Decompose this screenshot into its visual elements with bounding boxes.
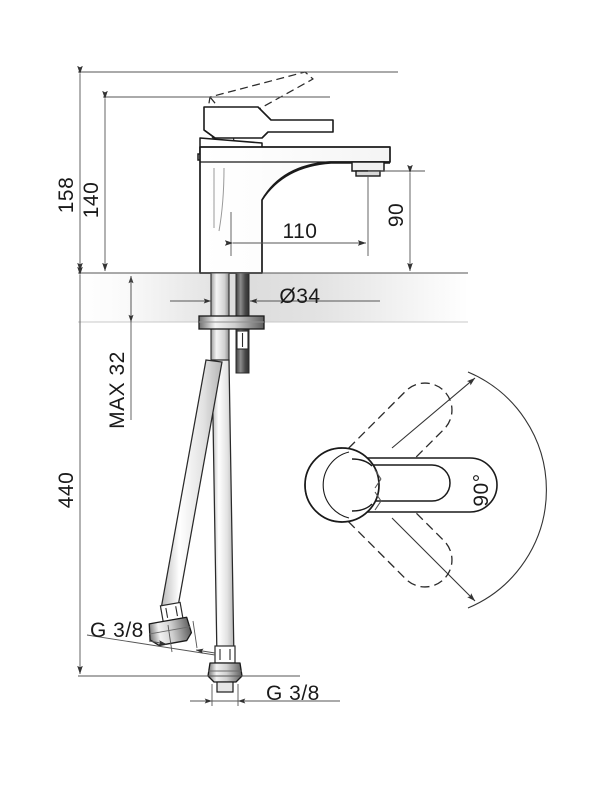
dim-diameter-34-label: Ø34 [279, 285, 320, 308]
handle-plan-hub [304, 447, 382, 523]
supply-hose-angled [148, 359, 223, 647]
dim-140-label: 140 [80, 182, 103, 219]
swivel-leader-lower [391, 517, 476, 602]
dim-158-label: 158 [55, 177, 78, 214]
dim-g38-angled [86, 620, 216, 656]
lever-handle[interactable] [203, 106, 334, 139]
mounting-shank-assembly [198, 272, 265, 374]
dim-max-32-label: MAX 32 [106, 351, 129, 429]
top-handle-rotation-view: 90° [304, 371, 547, 609]
spout-aerator [351, 161, 385, 177]
dim-g38-straight [190, 684, 340, 706]
dim-90-label: 90 [385, 203, 408, 227]
dim-g38-angled-label: G 3/8 [90, 619, 144, 642]
swivel-arc [467, 371, 547, 609]
dim-90-degree-label: 90° [470, 473, 493, 506]
dim-110 [224, 176, 369, 256]
dim-110-label: 110 [283, 220, 318, 243]
dim-440-label: 440 [55, 472, 78, 509]
dim-g38-straight-label: G 3/8 [266, 682, 320, 705]
supply-hose-straight [207, 359, 243, 693]
dimension-annotations [77, 65, 468, 706]
swivel-leader-upper [391, 377, 476, 449]
countertop-deck [78, 272, 468, 323]
dimension-text-group: 158 140 90 110 Ø34 MAX 32 440 G 3/8 G 3/… [55, 177, 408, 705]
